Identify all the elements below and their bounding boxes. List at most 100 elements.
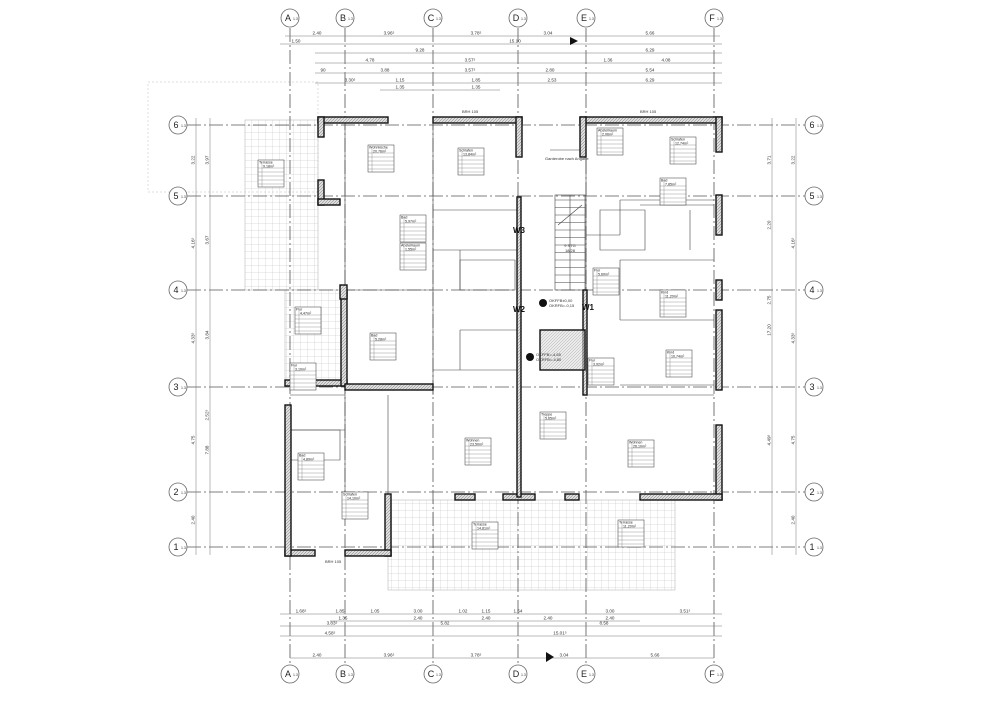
dimension-text: 1.35: [396, 85, 405, 90]
dimension-text: 3.78⁵: [471, 31, 482, 36]
interior-partitions: [289, 125, 714, 555]
dimension-text: 9.28: [416, 48, 425, 53]
svg-text:OKRFB=-0,15: OKRFB=-0,15: [549, 303, 575, 308]
svg-text:4: 4: [809, 285, 814, 295]
svg-text:1.3: 1.3: [817, 195, 822, 199]
svg-text:1.3: 1.3: [589, 17, 594, 21]
svg-text:1.3: 1.3: [817, 124, 822, 128]
dimension-text: 3.04: [544, 31, 553, 36]
dimension-text: 1.15: [482, 609, 491, 614]
room-area: 11,20m²: [665, 295, 679, 299]
dimension-text: 2.52⁵: [205, 409, 210, 420]
room-area: 4,89m²: [303, 458, 315, 462]
room-name: Terrasse: [619, 521, 633, 525]
room-area: 3,10m²: [295, 368, 307, 372]
level-marker-lower: OKFFB=-4,65 OKRFB=-4,80: [526, 352, 562, 362]
room-name: Wohnen: [629, 441, 642, 445]
svg-text:1.3: 1.3: [521, 673, 526, 677]
dimension-text: 2.80: [546, 68, 555, 73]
svg-text:1.3: 1.3: [436, 673, 441, 677]
dimension-text: 3.67: [205, 235, 210, 244]
dimension-text: 2.40: [191, 515, 196, 524]
svg-text:3: 3: [173, 382, 178, 392]
svg-text:1.3: 1.3: [181, 289, 186, 293]
dimension-text: 6.29: [646, 78, 655, 83]
dimension-text: 15.01⁵: [553, 631, 566, 636]
svg-text:1.3: 1.3: [817, 546, 822, 550]
dimension-text: 4.16⁵: [791, 237, 796, 248]
dimension-text: 2.40: [313, 31, 322, 36]
section-arrow-icon: [570, 37, 578, 45]
dimension-text: 4.49⁵: [767, 434, 772, 445]
dimension-text: 3.22: [191, 155, 196, 164]
svg-text:6: 6: [809, 120, 814, 130]
brh-note: BRH 105: [325, 559, 342, 564]
room-area: 5,97m²: [405, 220, 417, 224]
svg-text:1.3: 1.3: [717, 673, 722, 677]
svg-text:A: A: [285, 669, 291, 679]
room-area: 23,50m²: [470, 443, 484, 447]
stair-sub: 18/28: [565, 248, 576, 253]
svg-text:1.3: 1.3: [348, 17, 353, 21]
dimension-text: 7.88: [205, 445, 210, 454]
svg-text:B: B: [340, 13, 346, 23]
svg-text:C: C: [428, 13, 435, 23]
dimension-text: 3.00: [606, 609, 615, 614]
dimension-text: 3.78⁵: [471, 653, 482, 658]
dimension-text: 3.96⁵: [384, 653, 395, 658]
svg-text:F: F: [709, 13, 715, 23]
room-area: 3,92m²: [593, 363, 605, 367]
dimension-text: 90: [320, 68, 326, 73]
room-name: Flur: [291, 364, 298, 368]
room-name: Flur: [594, 269, 601, 273]
room-name: Bad: [371, 334, 377, 338]
dimension-text: 2.20: [767, 220, 772, 229]
svg-text:1.3: 1.3: [521, 17, 526, 21]
svg-text:5: 5: [173, 191, 178, 201]
room-area: 5,60m²: [598, 273, 610, 277]
dimension-text: 3.57⁵: [465, 68, 476, 73]
dimension-text: 3.04: [560, 653, 569, 658]
dimension-text: 4.33⁵: [791, 332, 796, 343]
level-marker-upper: OKFFB±0,00 OKRFB=-0,15: [539, 298, 575, 308]
room-area: 20,76m²: [373, 150, 387, 154]
svg-text:1.3: 1.3: [293, 17, 298, 21]
svg-text:1: 1: [809, 542, 814, 552]
wall-label-w2: W2: [513, 305, 526, 314]
svg-text:E: E: [581, 669, 587, 679]
terraces: [147, 81, 676, 591]
dimension-text: 1.36: [604, 58, 613, 63]
dimension-text: 2.40: [544, 616, 553, 621]
room-area: 5,28m²: [375, 338, 387, 342]
svg-text:1.3: 1.3: [348, 673, 353, 677]
dimension-text: 2.40: [482, 616, 491, 621]
svg-text:OKRFB=-4,80: OKRFB=-4,80: [536, 357, 562, 362]
level-marker-icon: [526, 353, 534, 361]
room-name: Wohnen: [466, 439, 479, 443]
